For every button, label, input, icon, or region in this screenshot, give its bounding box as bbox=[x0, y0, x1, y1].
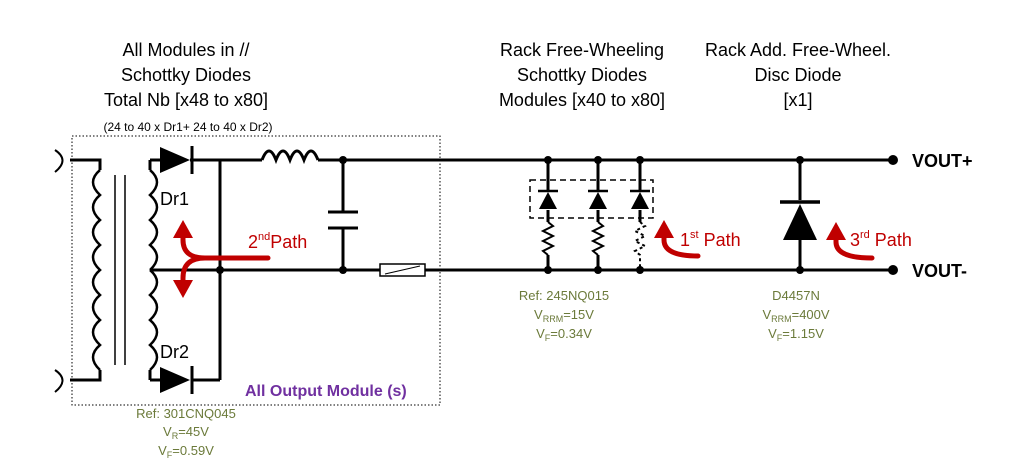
primary-lead-bottom bbox=[70, 370, 102, 382]
ref-301-line: Ref: 301CNQ045 bbox=[136, 406, 236, 421]
junction-dot bbox=[636, 156, 644, 164]
path-arrows bbox=[180, 233, 875, 285]
transformer-core bbox=[114, 175, 126, 365]
input-terminal-top bbox=[54, 149, 64, 173]
schottky-title-line3: Total Nb [x48 to x80] bbox=[104, 90, 268, 110]
schottky-title: All Modules in // Schottky Diodes Total … bbox=[103, 40, 272, 134]
inductor-icon bbox=[260, 149, 320, 165]
vout-plus-label: VOUT+ bbox=[912, 151, 973, 171]
second-path-arrowhead-down bbox=[173, 280, 193, 298]
ref-d4457-vrrm: VRRM=400V bbox=[762, 307, 829, 324]
junction-dot bbox=[544, 266, 552, 274]
junction-dot bbox=[594, 156, 602, 164]
rack-add-title-line2: Disc Diode bbox=[754, 65, 841, 85]
junction-dot bbox=[594, 266, 602, 274]
dr1-label: Dr1 bbox=[160, 189, 189, 209]
junction-dots bbox=[216, 155, 898, 275]
rack-fw-title-line3: Modules [x40 to x80] bbox=[499, 90, 665, 110]
first-path-label: 1st Path bbox=[680, 229, 741, 250]
fw-diode-icon bbox=[538, 189, 558, 209]
fw-diode-icon bbox=[588, 189, 608, 209]
fw-diode-icon bbox=[630, 189, 650, 209]
ref-245-line: Ref: 245NQ015 bbox=[519, 288, 609, 303]
wires bbox=[70, 158, 890, 382]
vout-minus-terminal bbox=[888, 265, 898, 275]
fw-resistor-icon bbox=[540, 221, 556, 256]
schottky-title-line1: All Modules in // bbox=[122, 40, 249, 60]
secondary-coil-top bbox=[148, 169, 159, 271]
schottky-title-line2: Schottky Diodes bbox=[121, 65, 251, 85]
input-terminal-bottom bbox=[54, 369, 64, 393]
first-path-arrowhead bbox=[654, 220, 674, 238]
fw-diode-group-box bbox=[529, 179, 654, 219]
rack-fw-title-line2: Schottky Diodes bbox=[517, 65, 647, 85]
ref-301-vr: VR=45V bbox=[163, 424, 209, 441]
rack-fw-title-line1: Rack Free-Wheeling bbox=[500, 40, 664, 60]
junction-dot bbox=[796, 266, 804, 274]
junction-dot bbox=[339, 266, 347, 274]
dr2-diode-icon bbox=[160, 366, 194, 394]
third-path-arrow bbox=[833, 235, 875, 261]
first-path-arrow bbox=[661, 233, 701, 259]
junction-dot bbox=[796, 156, 804, 164]
third-path-arrowhead bbox=[826, 222, 846, 240]
ref-245nq015: Ref: 245NQ015 VRRM=15V VF=0.34V bbox=[519, 288, 609, 343]
output-module-label: All Output Module (s) bbox=[245, 383, 407, 400]
junction-dot bbox=[339, 156, 347, 164]
junction-dot bbox=[216, 266, 224, 274]
rack-add-title: Rack Add. Free-Wheel. Disc Diode [x1] bbox=[705, 40, 891, 110]
second-path-label: 2ndPath bbox=[248, 231, 307, 252]
third-path-label: 3rd Path bbox=[850, 229, 912, 250]
shunt-resistor-icon bbox=[379, 263, 426, 277]
secondary-coil-bottom bbox=[148, 269, 159, 371]
primary-coil bbox=[91, 169, 102, 371]
ref-d4457-line: D4457N bbox=[772, 288, 820, 303]
dr2-label: Dr2 bbox=[160, 342, 189, 362]
input-terminals bbox=[54, 149, 64, 393]
capacitor-icon bbox=[328, 210, 358, 230]
rack-add-title-line1: Rack Add. Free-Wheel. bbox=[705, 40, 891, 60]
second-path-arrowhead-up bbox=[173, 220, 193, 238]
ref-d4457-vf: VF=1.15V bbox=[768, 326, 824, 343]
dr1-diode-icon bbox=[160, 146, 194, 174]
ref-245-vf: VF=0.34V bbox=[536, 326, 592, 343]
rack-fw-title: Rack Free-Wheeling Schottky Diodes Modul… bbox=[499, 40, 665, 110]
disc-diode-icon bbox=[780, 200, 820, 240]
vout-plus-terminal bbox=[888, 155, 898, 165]
transformer bbox=[91, 169, 159, 371]
junction-dot bbox=[636, 266, 644, 274]
second-path-arrow-down bbox=[180, 255, 208, 285]
primary-lead-top bbox=[70, 158, 102, 170]
ref-d4457n: D4457N VRRM=400V VF=1.15V bbox=[762, 288, 829, 343]
fw-resistor-icon bbox=[632, 221, 648, 270]
junction-dot bbox=[544, 156, 552, 164]
schottky-subtitle: (24 to 40 x Dr1+ 24 to 40 x Dr2) bbox=[103, 120, 272, 134]
ref-301cnq045: Ref: 301CNQ045 VR=45V VF=0.59V bbox=[136, 406, 236, 460]
vout-minus-label: VOUT- bbox=[912, 261, 967, 281]
ref-245-vrrm: VRRM=15V bbox=[534, 307, 594, 324]
rack-add-title-line3: [x1] bbox=[783, 90, 812, 110]
fw-resistor-icon bbox=[590, 221, 606, 256]
ref-301-vf: VF=0.59V bbox=[158, 443, 214, 460]
path-arrowheads bbox=[173, 220, 846, 298]
